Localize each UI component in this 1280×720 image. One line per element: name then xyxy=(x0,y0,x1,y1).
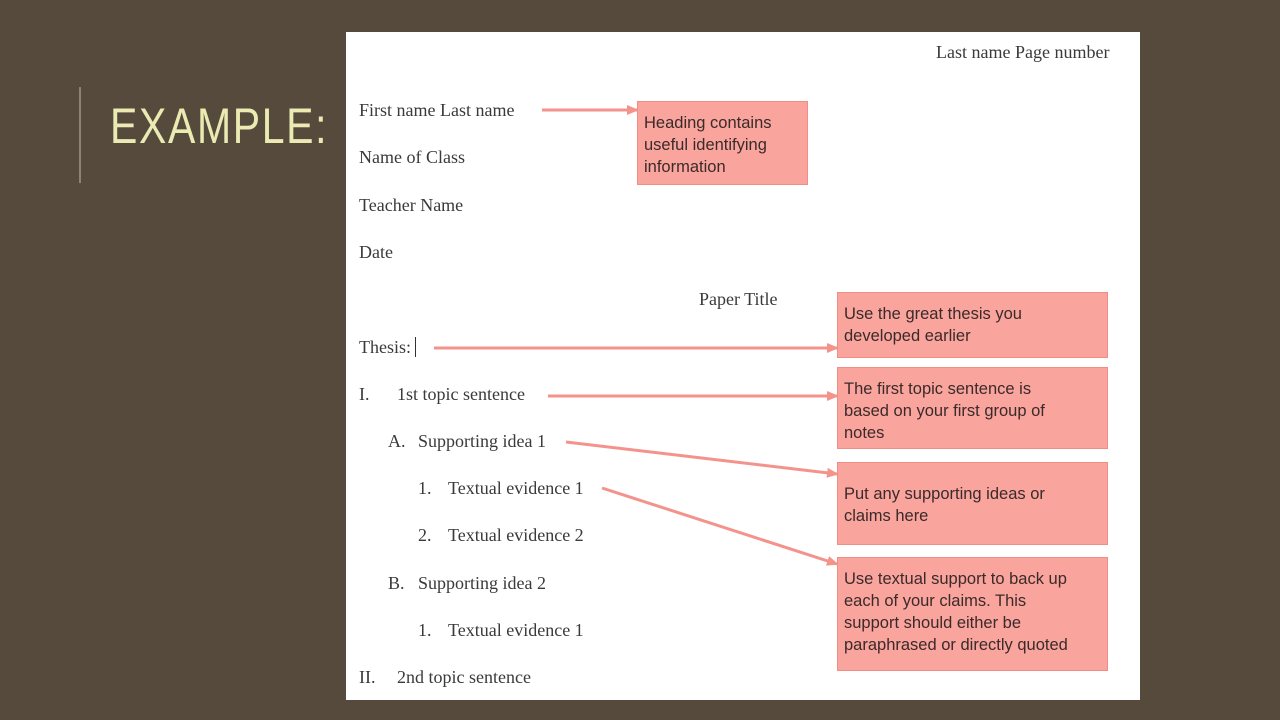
callout-thesis: Use the great thesis you developed earli… xyxy=(837,292,1108,358)
outline-item: II. 2nd topic sentence xyxy=(359,666,531,688)
outline-item: A. Supporting idea 1 xyxy=(388,430,546,452)
outline-text: Supporting idea 1 xyxy=(418,431,546,451)
arrow-textual xyxy=(601,486,839,566)
callout-line: Use textual support to back up xyxy=(844,570,1067,588)
outline-item: 1. Textual evidence 1 xyxy=(418,477,584,499)
outline-text: Textual evidence 1 xyxy=(448,620,584,640)
callout-line: notes xyxy=(844,424,885,442)
heading-line-date: Date xyxy=(359,242,393,262)
callout-line: useful identifying xyxy=(644,136,767,154)
outline-marker: II. xyxy=(359,667,376,687)
paper-title: Paper Title xyxy=(699,289,778,309)
text-cursor xyxy=(415,337,416,357)
outline-text: Textual evidence 2 xyxy=(448,525,584,545)
callout-line: Use the great thesis you xyxy=(844,305,1022,323)
callout-line: claims here xyxy=(844,507,929,525)
outline-item: I. 1st topic sentence xyxy=(359,383,525,405)
callout-line: paraphrased or directly quoted xyxy=(844,636,1068,654)
callout-line: Put any supporting ideas or xyxy=(844,485,1045,503)
heading-line-name: First name Last name xyxy=(359,100,515,120)
document-image: Last name Page number First name Last na… xyxy=(346,32,1140,700)
callout-heading: Heading contains useful identifying info… xyxy=(637,101,808,185)
thesis-label: Thesis: xyxy=(359,337,411,357)
slide-title: EXAMPLE: xyxy=(110,98,329,154)
outline-marker: I. xyxy=(359,384,370,404)
outline-marker: 1. xyxy=(418,478,432,498)
callout-line: Heading contains xyxy=(644,114,772,132)
outline-marker: 1. xyxy=(418,620,432,640)
callout-line: based on your first group of xyxy=(844,402,1045,420)
callout-line: information xyxy=(644,158,726,176)
callout-textual: Use textual support to back up each of y… xyxy=(837,557,1108,671)
outline-item: 2. Textual evidence 2 xyxy=(418,524,584,546)
outline-text: 2nd topic sentence xyxy=(397,667,531,687)
heading-line-teacher: Teacher Name xyxy=(359,195,464,215)
outline-text: Textual evidence 1 xyxy=(448,478,584,498)
running-header: Last name Page number xyxy=(936,42,1110,62)
heading-line-class: Name of Class xyxy=(359,147,465,167)
callout-arrows xyxy=(434,105,839,566)
callout-topic: The first topic sentence is based on you… xyxy=(837,367,1108,449)
callout-line: each of your claims. This xyxy=(844,592,1027,610)
title-accent-bar xyxy=(79,87,81,183)
outline-item: B. Supporting idea 2 xyxy=(388,572,546,594)
thesis-line: Thesis: xyxy=(359,336,416,358)
outline-text: Supporting idea 2 xyxy=(418,573,546,593)
outline-marker: A. xyxy=(388,431,406,451)
callout-supporting: Put any supporting ideas or claims here xyxy=(837,462,1108,545)
callout-line: The first topic sentence is xyxy=(844,380,1032,398)
outline-text: 1st topic sentence xyxy=(397,384,525,404)
arrow-supporting xyxy=(565,440,839,478)
outline-item: 1. Textual evidence 1 xyxy=(418,619,584,641)
outline-marker: B. xyxy=(388,573,405,593)
callout-line: developed earlier xyxy=(844,327,971,345)
outline-marker: 2. xyxy=(418,525,432,545)
callout-line: support should either be xyxy=(844,614,1022,632)
